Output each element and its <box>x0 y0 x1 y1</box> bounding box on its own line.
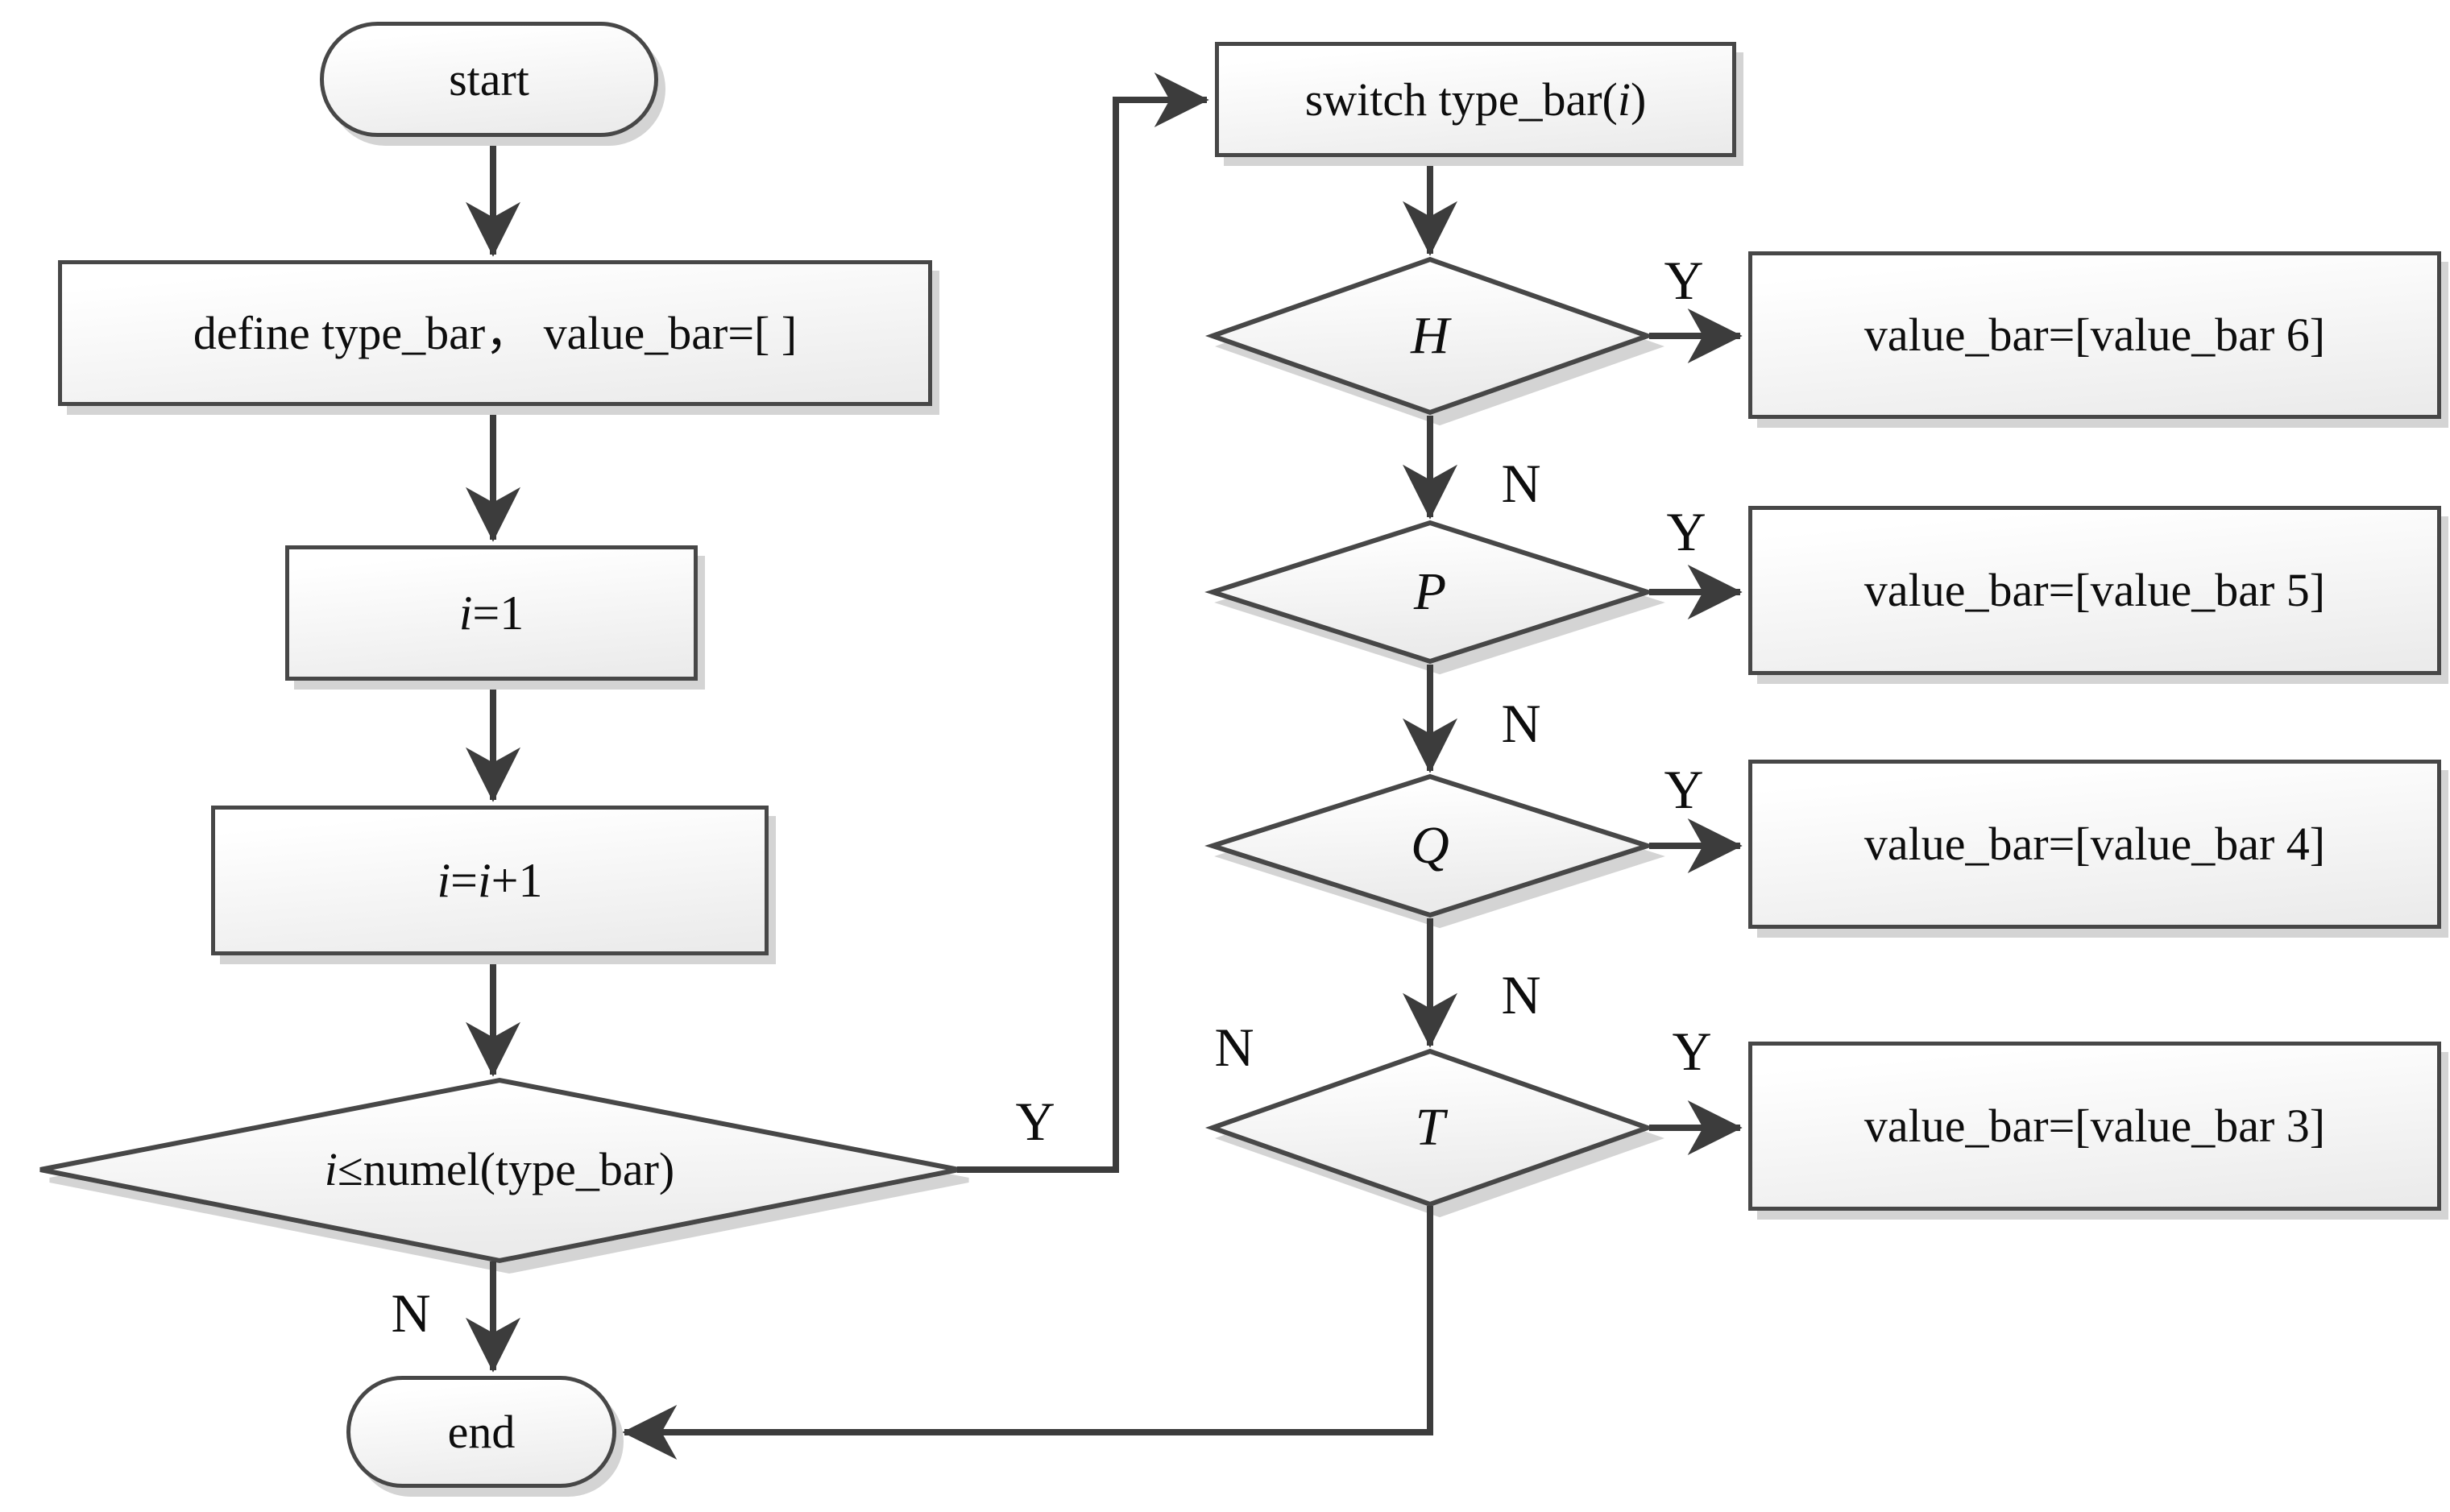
branch-no-case-h: N <box>1501 453 1541 514</box>
label-segment: = <box>450 854 478 907</box>
branch-yes-case-p: Y <box>1666 501 1706 562</box>
case-p-diamond <box>1204 520 1656 665</box>
branch-yes-case-t: Y <box>1672 1021 1712 1082</box>
branch-no-case-q: N <box>1501 964 1541 1025</box>
label-segment: i <box>437 854 451 907</box>
assign5-node: value_bar=[value_bar 5] <box>1748 506 2441 675</box>
label-segment: T <box>1415 1098 1445 1157</box>
arrow-loop-yes-to-switch <box>957 72 1209 1173</box>
branch-no-case-t: N <box>1214 1017 1254 1078</box>
assign3-node: value_bar=[value_bar 3] <box>1748 1042 2441 1211</box>
branch-yes-case-q: Y <box>1664 759 1704 820</box>
arrow-case-t-no-to-end <box>622 1206 1433 1460</box>
case-t-diamond <box>1204 1048 1656 1208</box>
label-segment: ≤numel(type_bar) <box>337 1143 675 1195</box>
branch-yes-loop: Y <box>1015 1091 1055 1152</box>
case-t-label: T <box>1416 1101 1445 1154</box>
define-node: define type_bar， value_bar=[ ] <box>58 260 932 406</box>
init-node: i=1 <box>285 545 698 681</box>
assign4-node: value_bar=[value_bar 4] <box>1748 760 2441 929</box>
case-p-label: P <box>1414 565 1446 619</box>
label-segment: +1 <box>491 854 543 907</box>
case-q-label: Q <box>1411 819 1449 872</box>
case-h-label: H <box>1411 309 1449 362</box>
branch-no-case-p: N <box>1501 693 1541 754</box>
label-segment: Q <box>1411 816 1449 875</box>
case-h-diamond <box>1204 256 1656 416</box>
label-segment: P <box>1413 562 1447 621</box>
label-segment: ) <box>1630 72 1647 126</box>
increment-node: i=i+1 <box>211 806 769 955</box>
label-segment: i <box>324 1143 338 1195</box>
label-segment: i <box>1617 72 1631 126</box>
label-segment: H <box>1411 306 1449 365</box>
label-segment: i <box>458 586 473 640</box>
switch-node: switch type_bar(i) <box>1215 42 1736 157</box>
case-q-diamond <box>1204 773 1656 918</box>
label-segment: =1 <box>472 586 524 640</box>
assign6-node: value_bar=[value_bar 6] <box>1748 251 2441 419</box>
end-node: end <box>346 1376 616 1488</box>
loop-condition-label: i≤numel(type_bar) <box>325 1146 674 1193</box>
start-node: start <box>320 22 658 137</box>
branch-yes-case-h: Y <box>1664 250 1704 311</box>
branch-no-loop: N <box>391 1282 431 1344</box>
label-segment: i <box>478 854 491 907</box>
label-segment: switch type_bar( <box>1304 72 1618 126</box>
